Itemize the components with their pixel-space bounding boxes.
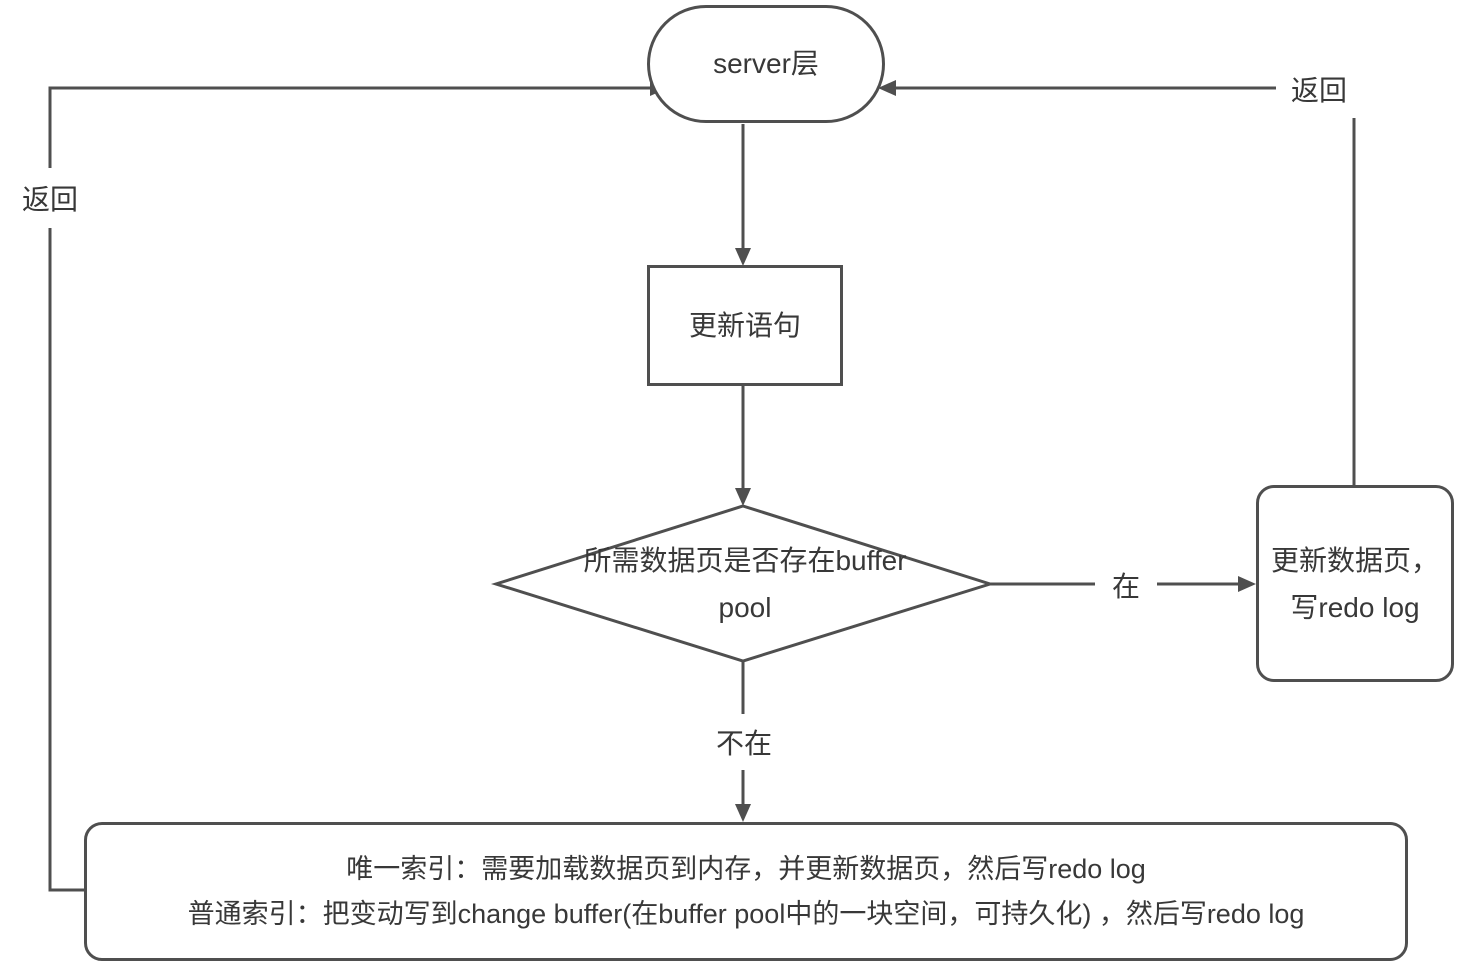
edge-label-return-right: 返回 xyxy=(1276,60,1362,118)
node-index-cases-normal-index-line: 普通索引：把变动写到change buffer(在buffer pool中的一块… xyxy=(187,898,1305,929)
node-server-layer-label: server层 xyxy=(713,48,819,80)
node-decision-diamond xyxy=(490,504,996,663)
node-update-page-redo: 更新数据页， 写redo log xyxy=(1256,485,1454,682)
node-index-cases-unique-index-line: 唯一索引：需要加载数据页到内存，并更新数据页，然后写redo log xyxy=(346,853,1146,884)
arrowhead-into-update xyxy=(735,248,751,266)
node-index-cases: 唯一索引：需要加载数据页到内存，并更新数据页，然后写redo log 普通索引：… xyxy=(84,822,1408,961)
arrowhead-into-decision xyxy=(735,488,751,506)
node-update-statement: 更新语句 xyxy=(647,265,843,386)
arrowhead-into-indexcases xyxy=(735,804,751,822)
node-server-layer: server层 xyxy=(647,5,885,123)
node-update-page-redo-line2: 写redo log xyxy=(1290,591,1420,623)
arrowhead-right-return-into-server xyxy=(878,80,896,96)
edge-updatepage-return xyxy=(896,86,1356,485)
node-update-statement-label: 更新语句 xyxy=(688,309,801,341)
node-update-page-redo-line1: 更新数据页， xyxy=(1270,544,1439,576)
edge-label-return-left: 返回 xyxy=(20,168,80,228)
arrowhead-into-updatepage xyxy=(1238,576,1256,592)
node-decision-label: 所需数据页是否存在buffer pool xyxy=(583,545,907,623)
edge-indexcases-return xyxy=(48,86,650,892)
edge-label-not-exists: 不在 xyxy=(708,714,780,770)
edge-label-exists: 在 xyxy=(1095,558,1157,612)
